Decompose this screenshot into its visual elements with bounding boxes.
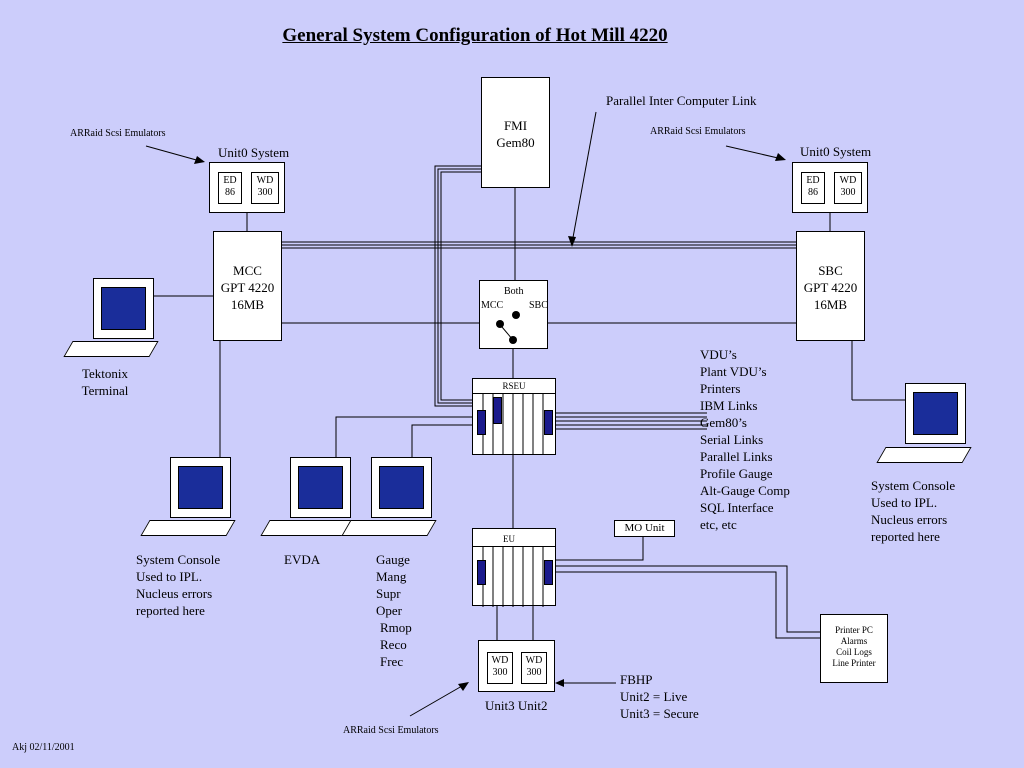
system-console-right-icon bbox=[905, 383, 966, 444]
system-console-left-icon bbox=[170, 457, 231, 518]
arraid-label-bottom: ARRaid Scsi Emulators bbox=[343, 725, 439, 736]
list-item: SQL Interface bbox=[700, 500, 774, 515]
gauge-terminal-icon bbox=[371, 457, 432, 518]
rseu-links-list: VDU’s Plant VDU’s Printers IBM Links Gem… bbox=[700, 346, 790, 533]
rseu-label: RSEU bbox=[473, 381, 555, 394]
evda-terminal-icon bbox=[290, 457, 351, 518]
eu-label: EU bbox=[503, 534, 515, 544]
list-item: VDU’s bbox=[700, 347, 737, 362]
list-item: Gem80’s bbox=[700, 415, 747, 430]
rseu-rack: RSEU bbox=[472, 378, 556, 455]
switch-both-label: Both bbox=[504, 286, 524, 297]
keyboard-icon bbox=[63, 341, 159, 357]
rseu-slots bbox=[482, 393, 544, 455]
list-item: Alt-Gauge Comp bbox=[700, 483, 790, 498]
keyboard-icon bbox=[876, 447, 972, 463]
mo-unit-box: MO Unit bbox=[614, 520, 675, 537]
switch-mcc-label: MCC bbox=[481, 300, 504, 311]
page-title: General System Configuration of Hot Mill… bbox=[282, 25, 668, 46]
list-item: Printers bbox=[700, 381, 741, 396]
unit23-label: Unit3 Unit2 bbox=[485, 698, 548, 713]
list-item: Parallel Links bbox=[700, 449, 773, 464]
list-item: Serial Links bbox=[700, 432, 764, 447]
switch-sbc-label: SBC bbox=[529, 300, 548, 311]
switch-icon bbox=[496, 311, 520, 344]
unit0-right-label: Unit0 System bbox=[800, 144, 872, 159]
list-item: IBM Links bbox=[700, 398, 758, 413]
keyboard-icon bbox=[140, 520, 236, 536]
unit0-left-label: Unit0 System bbox=[218, 145, 290, 160]
evda-label: EVDA bbox=[284, 552, 321, 567]
rseu-card bbox=[544, 410, 553, 435]
list-item: Profile Gauge bbox=[700, 466, 773, 481]
footer-author-date: Akj 02/11/2001 bbox=[12, 742, 75, 753]
list-item: etc, etc bbox=[700, 517, 737, 532]
tektonix-terminal-icon bbox=[93, 278, 154, 339]
parallel-link-label: Parallel Inter Computer Link bbox=[606, 93, 757, 108]
rseu-card bbox=[493, 397, 502, 424]
eu-card bbox=[544, 560, 553, 585]
eu-card bbox=[477, 560, 486, 585]
list-item: Plant VDU’s bbox=[700, 364, 767, 379]
keyboard-icon bbox=[341, 520, 437, 536]
rseu-card bbox=[477, 410, 486, 435]
mcc-sbc-switch: Both MCC SBC bbox=[479, 280, 548, 349]
eu-rack: EU bbox=[472, 528, 556, 607]
arraid-label-left: ARRaid Scsi Emulators bbox=[70, 128, 166, 139]
gauge-list: Gauge Mang Supr Oper Rmop Reco Frec bbox=[376, 552, 412, 669]
arraid-label-right: ARRaid Scsi Emulators bbox=[650, 126, 746, 137]
